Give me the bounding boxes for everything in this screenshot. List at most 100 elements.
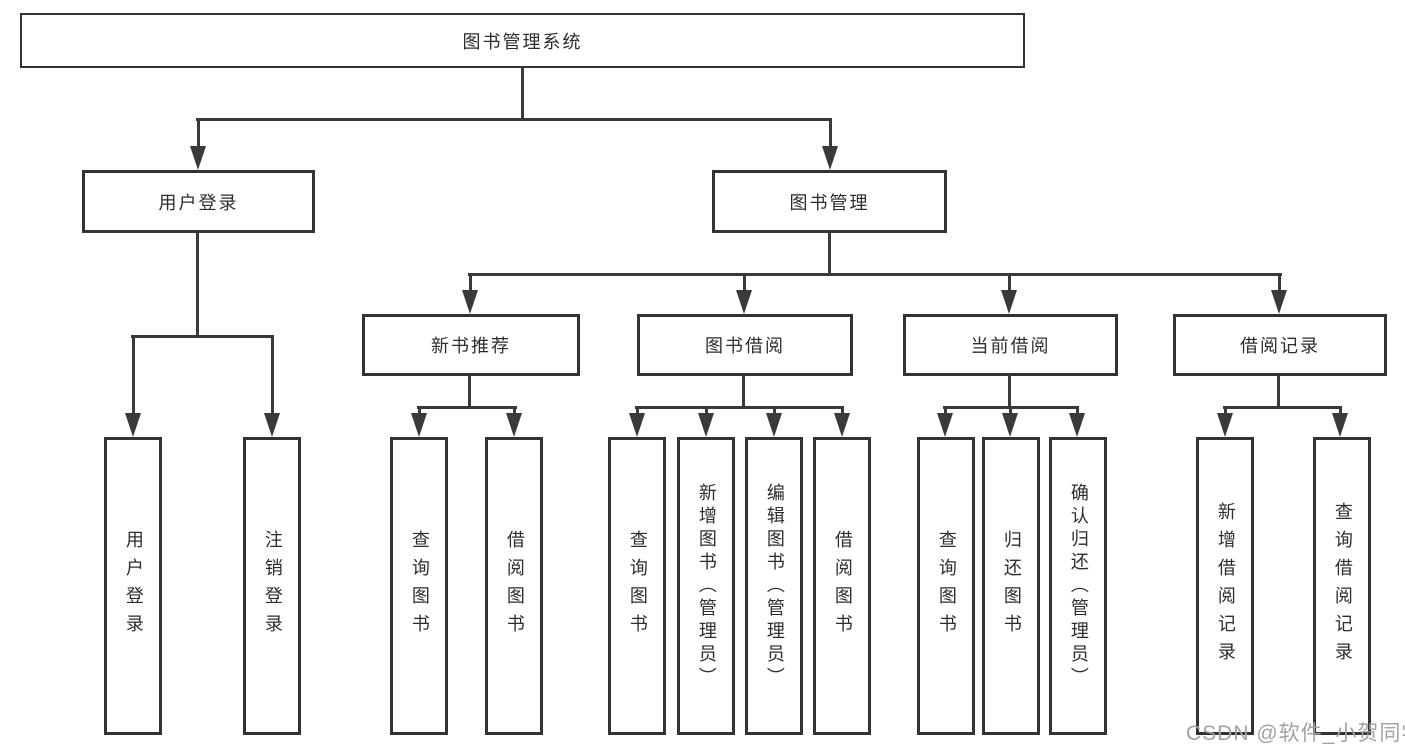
arrow-head xyxy=(937,413,953,437)
arrow-shaft xyxy=(512,406,516,415)
arrow-shaft xyxy=(1277,273,1281,292)
leaf-label: 用户登录 xyxy=(123,530,144,642)
connector-line xyxy=(417,406,517,409)
leaf-label: 归还图书 xyxy=(1001,530,1022,642)
node-label: 借阅记录 xyxy=(1240,336,1320,356)
arrow-head xyxy=(1332,413,1348,437)
connector-arrow-down xyxy=(1271,273,1287,314)
connector-arrow-down xyxy=(822,118,838,170)
connector-line xyxy=(196,233,199,338)
node-label: 用户登录 xyxy=(158,192,239,213)
arrow-head xyxy=(1271,290,1287,314)
arrow-shaft xyxy=(196,118,200,148)
leaf-label: 查询图书 xyxy=(627,530,648,642)
connector-arrow-down xyxy=(462,273,478,314)
connector-arrow-down xyxy=(629,406,645,437)
connector-arrow-down xyxy=(411,406,427,437)
connector-line xyxy=(742,376,745,409)
node-label: 图书管理 xyxy=(789,192,870,213)
arrow-shaft xyxy=(1008,406,1012,415)
connector-arrow-down xyxy=(1332,406,1348,437)
arrow-shaft xyxy=(1007,273,1011,292)
node-borrow-records: 借阅记录 xyxy=(1173,314,1387,376)
leaf-confirm-return-admin: 确认归还（管理员） xyxy=(1049,437,1107,735)
node-label: 图书管理系统 xyxy=(462,31,583,52)
arrow-head xyxy=(698,413,714,437)
node-label: 当前借阅 xyxy=(970,336,1051,356)
arrow-head xyxy=(1002,413,1018,437)
arrow-head xyxy=(822,146,838,170)
arrow-shaft xyxy=(1075,406,1079,415)
arrow-head xyxy=(506,413,522,437)
leaf-label: 注销登录 xyxy=(262,530,283,642)
arrow-head xyxy=(1217,413,1233,437)
node-label: 新书推荐 xyxy=(431,336,511,356)
arrow-shaft xyxy=(1338,406,1342,415)
arrow-head xyxy=(125,413,141,437)
node-new-book-recommend: 新书推荐 xyxy=(362,314,580,376)
leaf-borrow-books-borrow: 借阅图书 xyxy=(813,437,871,735)
leaf-query-books-newbooks: 查询图书 xyxy=(390,437,448,735)
leaf-query-books-borrow: 查询图书 xyxy=(608,437,666,735)
connector-line xyxy=(131,335,274,338)
leaf-add-books-admin: 新增图书（管理员） xyxy=(677,437,735,735)
connector-arrow-down xyxy=(1001,273,1017,314)
arrow-shaft xyxy=(742,273,746,292)
leaf-edit-books-admin: 编辑图书（管理员） xyxy=(745,437,803,735)
connector-arrow-down xyxy=(736,273,752,314)
leaf-logout: 注销登录 xyxy=(243,437,301,735)
arrow-head xyxy=(1069,413,1085,437)
leaf-label: 新增借阅记录 xyxy=(1215,502,1236,670)
arrow-shaft xyxy=(943,406,947,415)
leaf-label: 编辑图书（管理员） xyxy=(764,482,785,690)
arrow-shaft xyxy=(270,335,274,415)
arrow-shaft xyxy=(1223,406,1227,415)
connector-line xyxy=(635,406,844,409)
node-book-management: 图书管理 xyxy=(712,170,947,233)
connector-arrow-down xyxy=(506,406,522,437)
connector-arrow-down xyxy=(834,406,850,437)
connector-arrow-down xyxy=(1002,406,1018,437)
leaf-return-books: 归还图书 xyxy=(982,437,1040,735)
arrow-shaft xyxy=(704,406,708,415)
arrow-head xyxy=(766,413,782,437)
leaf-borrow-books-newbooks: 借阅图书 xyxy=(485,437,543,735)
connector-arrow-down xyxy=(1069,406,1085,437)
leaf-label: 借阅图书 xyxy=(832,530,853,642)
connector-line xyxy=(521,67,524,118)
leaf-query-books-current: 查询图书 xyxy=(917,437,975,735)
node-current-borrow: 当前借阅 xyxy=(903,314,1118,376)
connector-line xyxy=(1277,375,1280,409)
connector-arrow-down xyxy=(190,118,206,170)
connector-arrow-down xyxy=(698,406,714,437)
arrow-shaft xyxy=(131,335,135,415)
connector-arrow-down xyxy=(125,335,141,437)
connector-line xyxy=(468,273,1282,276)
csdn-watermark: CSDN @软件_小贺同学 xyxy=(1186,722,1405,745)
arrow-shaft xyxy=(417,406,421,415)
arrow-shaft xyxy=(635,406,639,415)
node-user-login: 用户登录 xyxy=(82,170,315,233)
connector-arrow-down xyxy=(937,406,953,437)
leaf-label: 查询图书 xyxy=(936,530,957,642)
leaf-query-borrow-record: 查询借阅记录 xyxy=(1313,437,1371,735)
arrow-shaft xyxy=(772,406,776,415)
connector-arrow-down xyxy=(1217,406,1233,437)
connector-line xyxy=(828,233,831,276)
connector-arrow-down xyxy=(766,406,782,437)
leaf-label: 查询图书 xyxy=(409,530,430,642)
arrow-head xyxy=(629,413,645,437)
arrow-head xyxy=(834,413,850,437)
node-label: 图书借阅 xyxy=(705,336,785,356)
arrow-head xyxy=(1001,290,1017,314)
node-book-borrow: 图书借阅 xyxy=(637,314,853,376)
arrow-head xyxy=(411,413,427,437)
connector-line xyxy=(1008,375,1011,409)
leaf-user-login: 用户登录 xyxy=(104,437,162,735)
node-root-library-system: 图书管理系统 xyxy=(20,13,1025,68)
leaf-label: 借阅图书 xyxy=(504,530,525,642)
arrow-head xyxy=(264,413,280,437)
leaf-label: 查询借阅记录 xyxy=(1332,502,1353,670)
connector-line xyxy=(468,376,471,409)
